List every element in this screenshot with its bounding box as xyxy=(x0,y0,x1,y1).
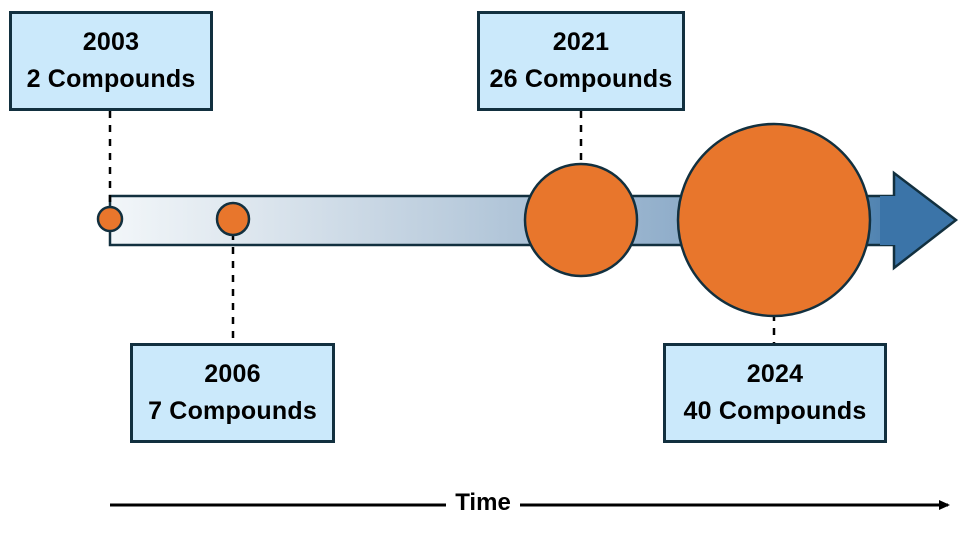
callout-2021-year: 2021 xyxy=(552,27,610,56)
milestone-marker-2006[interactable] xyxy=(215,201,251,237)
callout-2003[interactable]: 2003 2 Compounds xyxy=(9,11,213,111)
timeline-arrowhead xyxy=(892,170,959,271)
callout-2024-year: 2024 xyxy=(746,359,804,388)
callout-2024-compounds: 40 Compounds xyxy=(683,397,867,425)
callout-2006[interactable]: 2006 7 Compounds xyxy=(130,343,335,443)
milestone-marker-2021[interactable] xyxy=(523,162,639,278)
milestone-marker-2003[interactable] xyxy=(96,205,124,233)
callout-2003-year: 2003 xyxy=(82,27,140,56)
callout-2024[interactable]: 2024 40 Compounds xyxy=(663,343,887,443)
callout-2003-compounds: 2 Compounds xyxy=(26,65,196,93)
milestone-marker-2024[interactable] xyxy=(676,122,872,318)
callout-2006-year: 2006 xyxy=(204,359,261,388)
timeline-arrow-neck xyxy=(880,196,902,245)
callout-2021-compounds: 26 Compounds xyxy=(489,65,673,93)
callout-2006-compounds: 7 Compounds xyxy=(148,397,317,425)
callout-2021[interactable]: 2021 26 Compounds xyxy=(477,11,685,111)
